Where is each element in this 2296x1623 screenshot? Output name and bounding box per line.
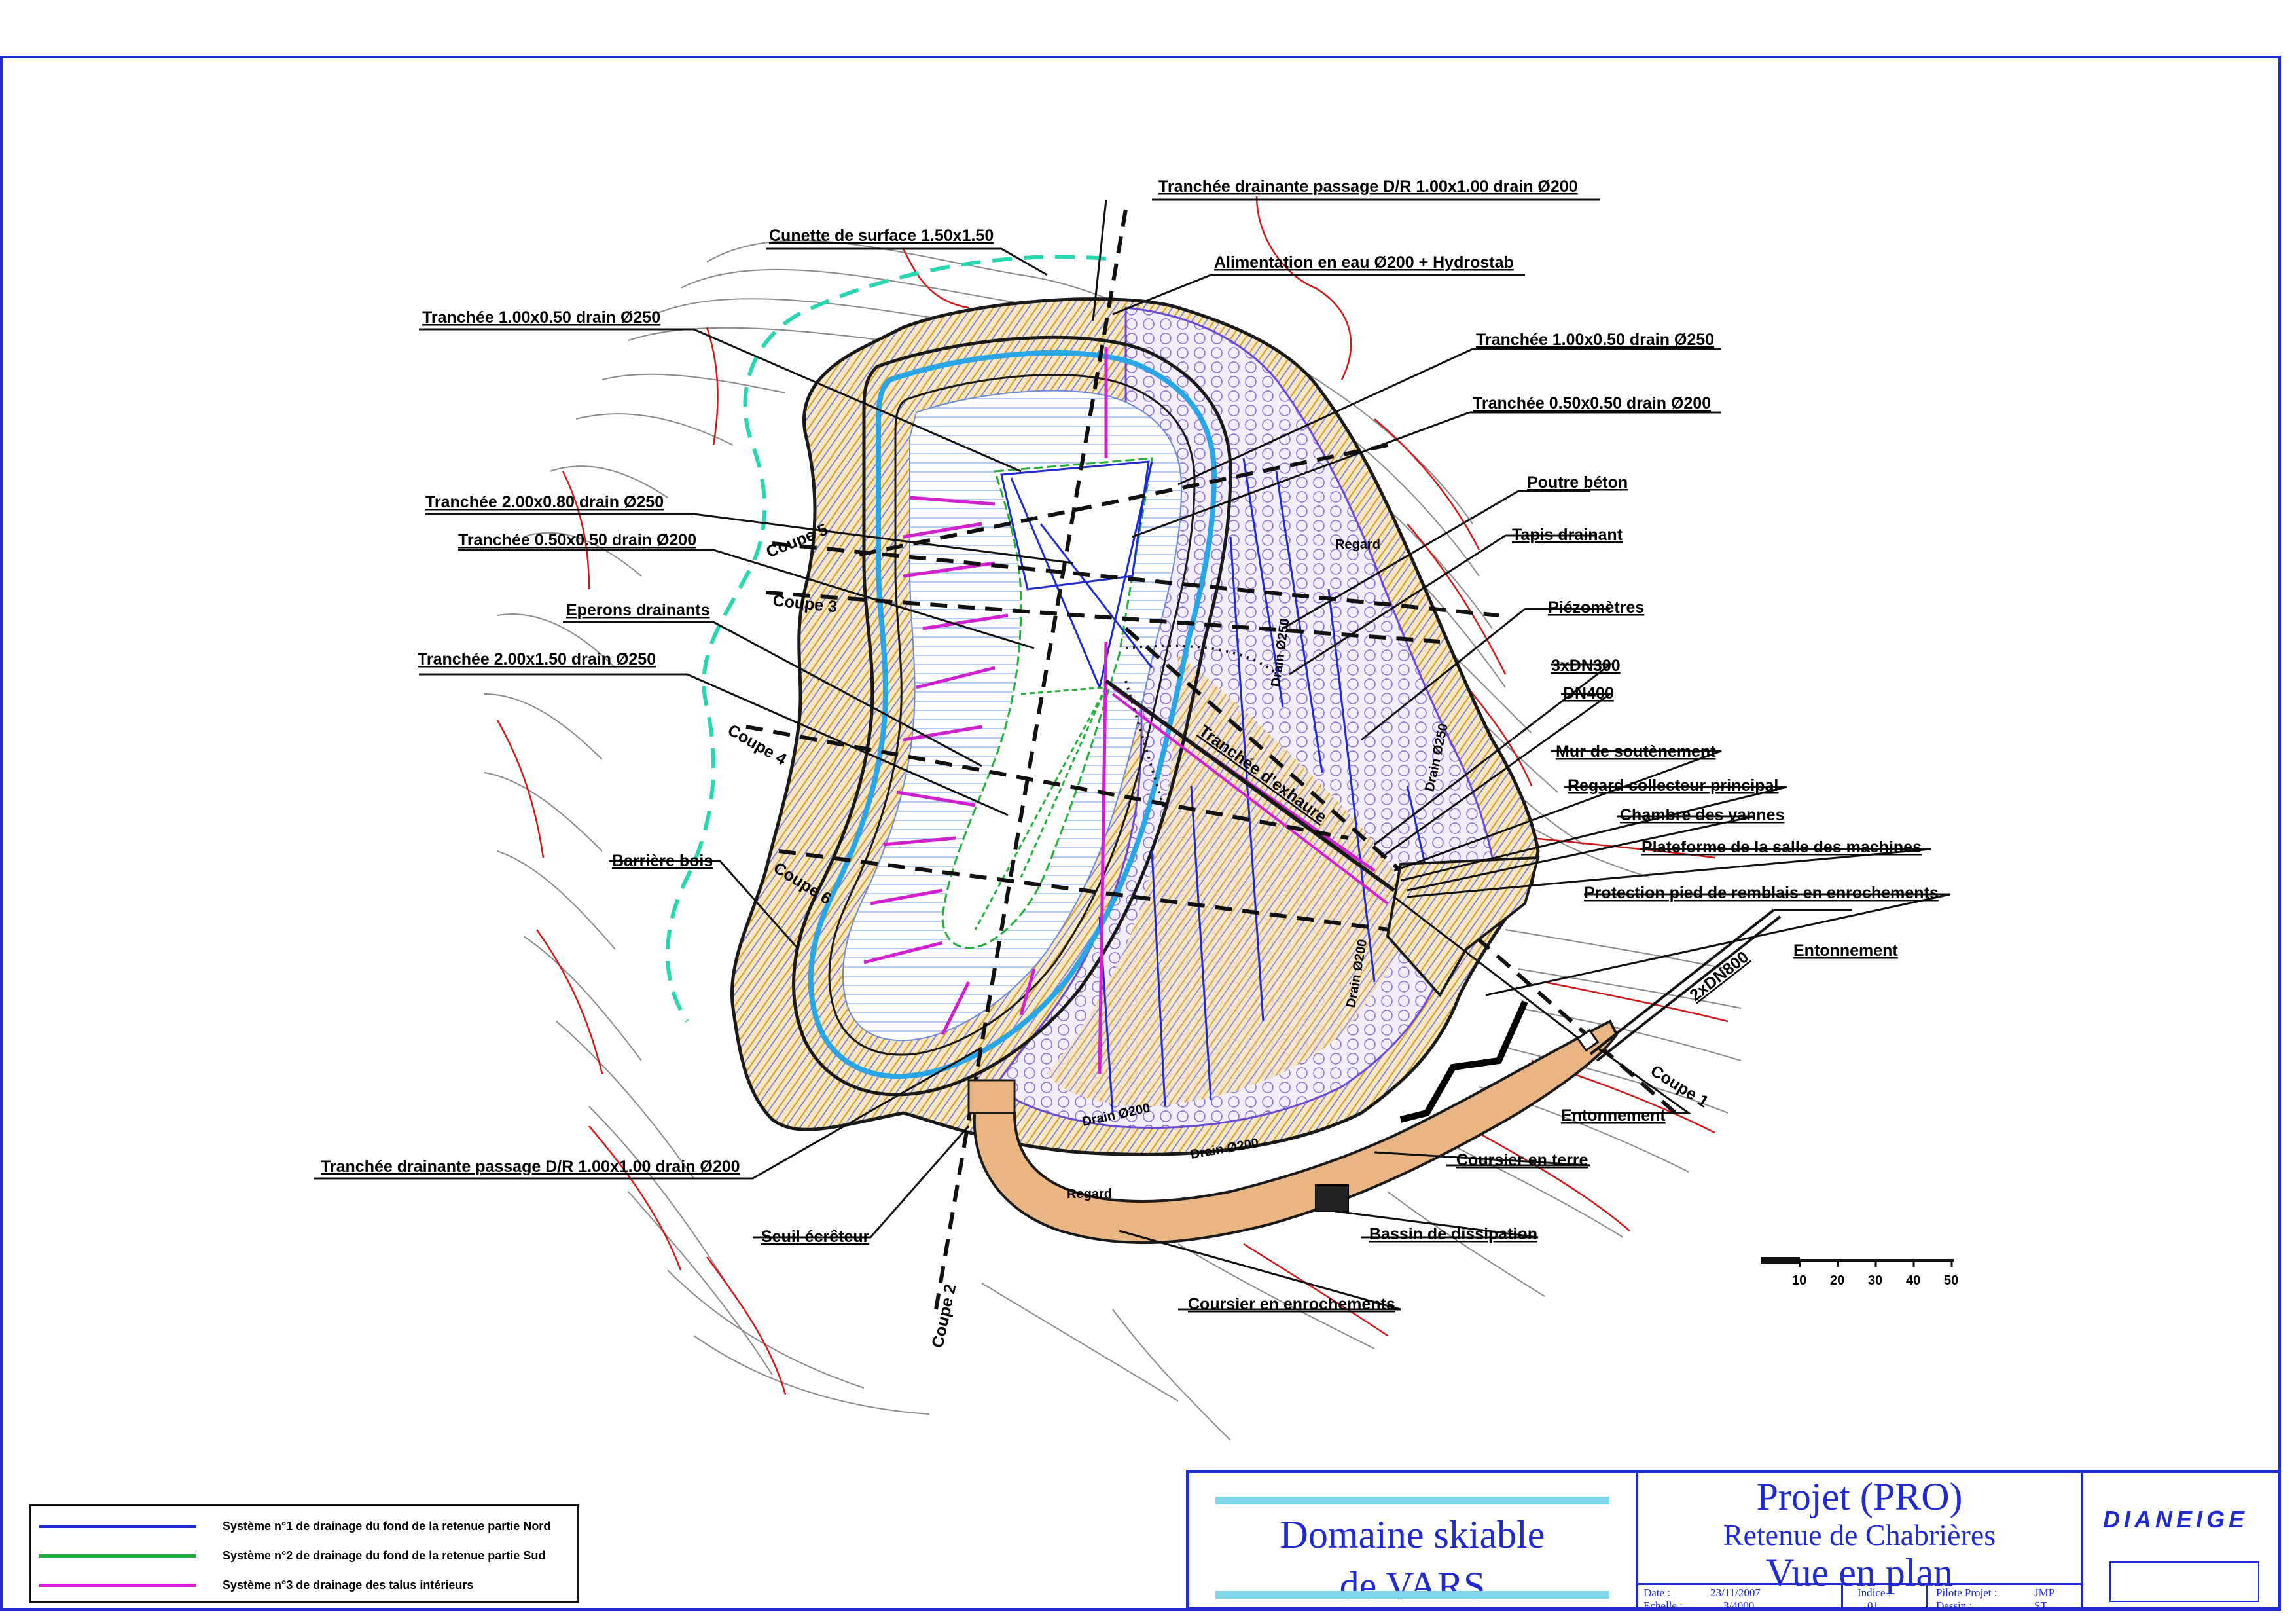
- scale-bar: 10 20 30 40 50: [1761, 1257, 1958, 1288]
- label-eperons: Eperons drainants: [566, 601, 710, 619]
- pilot-label: Pilote Projet :: [1936, 1586, 1998, 1599]
- label-cunette: Cunette de surface 1.50x1.50: [769, 227, 994, 245]
- date-label: Date :: [1643, 1586, 1671, 1599]
- project-view: Vue en plan: [1765, 1551, 1954, 1594]
- entonnement-structure: [1576, 1029, 1600, 1052]
- label-tranchee-05x05-right: Tranchée 0.50x0.50 drain Ø200: [1473, 394, 1711, 412]
- legend-swatch-green: [39, 1554, 196, 1558]
- scale-tick-10: 10: [1792, 1273, 1806, 1288]
- project-subject: Retenue de Chabrières: [1723, 1518, 1996, 1552]
- coupe-2-label: Coupe 2: [928, 1283, 960, 1349]
- label-tranchee-2x15: Tranchée 2.00x1.50 drain Ø250: [418, 650, 656, 668]
- label-tranchee-top: Tranchée drainante passage D/R 1.00x1.00…: [1158, 177, 1578, 196]
- pilot-value: JMP: [2034, 1586, 2055, 1599]
- tranchee-exhaure: [1105, 644, 1395, 905]
- legend-item-system-3: Système n°3 de drainage des talus intéri…: [39, 1572, 473, 1598]
- drainage-legend: Système n°1 de drainage du fond de la re…: [29, 1504, 579, 1603]
- legend-item-system-2: Système n°2 de drainage du fond de la re…: [39, 1542, 545, 1569]
- label-mur: Mur de soutènement: [1556, 742, 1716, 761]
- client-line-1: Domaine skiable: [1280, 1513, 1545, 1556]
- date-value: 23/11/2007: [1710, 1586, 1761, 1599]
- legend-swatch-blue: [39, 1524, 196, 1528]
- project-cell: Projet (PRO) Retenue de Chabrières Vue e…: [1638, 1473, 2083, 1607]
- cunette-line: [666, 255, 1107, 1023]
- upper-trench-zone: [1000, 460, 1150, 591]
- index-contours: [496, 196, 1729, 1395]
- legend-text-system-3: Système n°3 de drainage des talus intéri…: [223, 1578, 474, 1592]
- label-entonnement-1: Entonnement: [1793, 941, 1898, 960]
- legend-text-system-2: Système n°2 de drainage du fond de la re…: [223, 1548, 546, 1562]
- drawing-frame: [0, 56, 2281, 1611]
- label-protection: Protection pied de remblais en enrocheme…: [1584, 884, 1939, 902]
- label-plateforme: Plateforme de la salle des machines: [1641, 838, 1922, 856]
- drawing-label: Dessin :: [1936, 1599, 1973, 1612]
- company-logo: DIANEIGE: [2103, 1506, 2249, 1533]
- label-poutre: Poutre béton: [1527, 473, 1628, 492]
- plateforme-zone: [1386, 856, 1540, 998]
- label-tranchee-05x05-left: Tranchée 0.50x0.50 drain Ø200: [458, 531, 696, 549]
- label-tranchee-1x05-left: Tranchée 1.00x0.50 drain Ø250: [422, 308, 660, 327]
- coupe-1-label: Coupe 1: [1647, 1061, 1712, 1111]
- mur-soutenement: [1399, 1000, 1528, 1123]
- label-piezometres: Piézomètres: [1548, 598, 1644, 617]
- leader-lines: [314, 198, 1951, 1311]
- label-dn400: DN400: [1563, 684, 1614, 702]
- label-tranchee-2x08: Tranchée 2.00x0.80 drain Ø250: [425, 493, 664, 511]
- scale-tick-20: 20: [1830, 1273, 1844, 1288]
- logo-cell: DIANEIGE: [2083, 1473, 2278, 1607]
- client-line-2: de VARS: [1339, 1564, 1486, 1607]
- label-entonnement-2: Entonnement: [1561, 1106, 1666, 1125]
- reservoir-rings: [792, 335, 1232, 1097]
- legend-text-system-1: Système n°1 de drainage du fond de la re…: [223, 1519, 551, 1533]
- scale-value: 3/4000: [1723, 1599, 1755, 1612]
- client-bar-top: [1215, 1497, 1609, 1504]
- label-dn800: 2xDN800: [1686, 948, 1751, 1005]
- label-coursier-enroch: Coursier en enrochements: [1188, 1295, 1395, 1313]
- label-coursier-terre: Coursier en terre: [1456, 1151, 1588, 1169]
- scale-tick-50: 50: [1944, 1273, 1958, 1288]
- upstream-slope: [1047, 655, 1414, 1106]
- bassin-dissipation: [1315, 1184, 1349, 1212]
- project-title: Projet (PRO): [1756, 1475, 1963, 1518]
- label-dn300: 3xDN300: [1551, 657, 1621, 675]
- label-barriere: Barrière bois: [612, 852, 713, 870]
- metadata-divider: [1926, 1585, 1928, 1611]
- scale-tick-40: 40: [1906, 1273, 1920, 1288]
- company-address-box: [2109, 1561, 2259, 1602]
- label-tranchee-1x05-right: Tranchée 1.00x0.50 drain Ø250: [1476, 331, 1714, 349]
- client-bar-bottom: [1215, 1591, 1609, 1599]
- label-bassin: Bassin de dissipation: [1369, 1225, 1537, 1243]
- scale-label: Echelle :: [1643, 1599, 1683, 1612]
- drawing-value: ST: [2034, 1599, 2047, 1612]
- title-block: Domaine skiable de VARS Projet (PRO) Ret…: [1186, 1470, 2281, 1612]
- label-regard-bottom: Regard: [1067, 1187, 1112, 1201]
- label-regard-top: Regard: [1335, 538, 1380, 552]
- metadata-divider: [1841, 1585, 1843, 1611]
- index-label: Indice :: [1857, 1586, 1892, 1599]
- conduite-exhaure: [1393, 896, 1591, 1049]
- scale-tick-30: 30: [1868, 1273, 1882, 1288]
- label-regard-collecteur: Regard collecteur principal: [1568, 776, 1778, 795]
- label-alimentation: Alimentation en eau Ø200 + Hydrostab: [1214, 253, 1514, 272]
- label-chambre: Chambre des vannes: [1620, 806, 1785, 824]
- pipes-dn800: [1589, 909, 1782, 1062]
- seuil-ecreteur: [967, 1079, 1016, 1114]
- label-seuil: Seuil écrêteur: [761, 1228, 870, 1246]
- label-tapis: Tapis drainant: [1512, 526, 1623, 544]
- legend-swatch-magenta: [39, 1583, 196, 1587]
- label-tranchee-bottom: Tranchée drainante passage D/R 1.00x1.00…: [321, 1158, 740, 1176]
- index-value: 01: [1867, 1599, 1878, 1612]
- drainage-system-sud: [974, 686, 1107, 930]
- legend-item-system-1: Système n°1 de drainage du fond de la re…: [39, 1513, 550, 1539]
- client-cell: Domaine skiable de VARS: [1189, 1473, 1638, 1607]
